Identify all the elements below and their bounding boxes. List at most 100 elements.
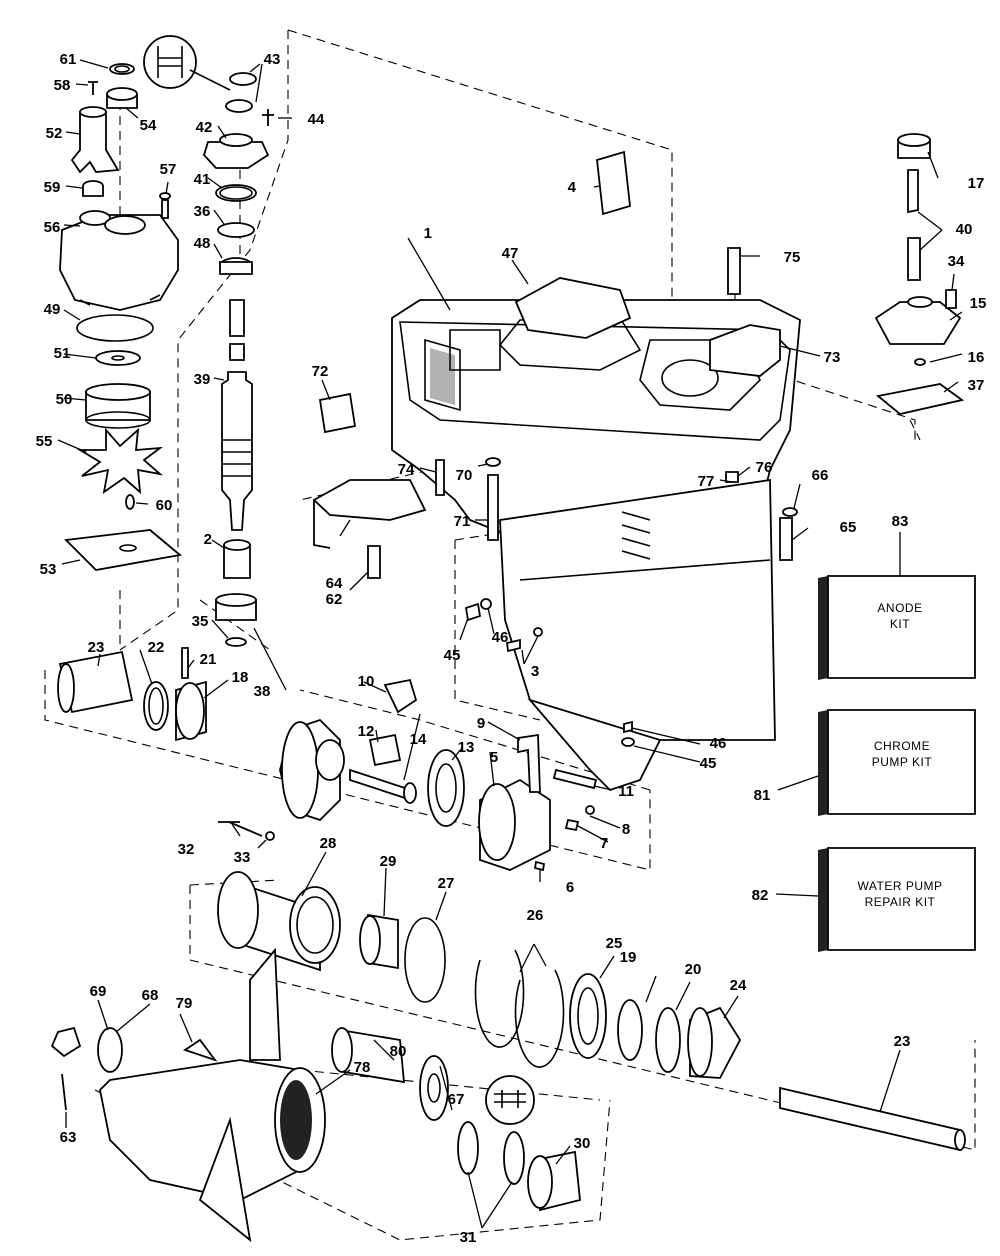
part-label: 25: [606, 935, 623, 952]
anode-kit-line2: KIT: [890, 617, 910, 631]
leader-lines: [57, 59, 963, 1229]
seal-detail-inset: [143, 35, 231, 91]
part-label: 44: [308, 111, 325, 128]
part-label: 18: [232, 669, 249, 686]
part-label: 69: [90, 983, 107, 1000]
part-label: 24: [730, 977, 747, 994]
part-label: 20: [685, 961, 702, 978]
part-label: 54: [140, 117, 157, 134]
anode-kit-box: ANODE KIT: [818, 575, 976, 680]
water-pump-kit-box: WATER PUMP REPAIR KIT: [818, 847, 976, 952]
part-label: 70: [456, 467, 473, 484]
part-label: 77: [698, 473, 715, 490]
part-label: 2: [204, 531, 212, 548]
part-label: 82: [752, 887, 769, 904]
part-label: 71: [454, 513, 471, 530]
water-pump-kit-line2: REPAIR KIT: [865, 895, 936, 909]
part-label: 11: [618, 783, 634, 800]
part-label: 33: [234, 849, 251, 866]
part-label: 67: [448, 1091, 465, 1108]
trim-tab-slots: [621, 511, 651, 560]
part-label: 43: [264, 51, 281, 68]
part-label: 62: [326, 591, 343, 608]
propeller-group: [50, 947, 581, 1243]
part-label: 65: [840, 519, 857, 536]
part-label: 9: [477, 715, 485, 732]
part-label: 59: [44, 179, 61, 196]
part-label: 23: [894, 1033, 911, 1050]
part-label: 26: [527, 907, 544, 924]
part-label: 55: [36, 433, 53, 450]
part-label: 4: [568, 179, 577, 196]
part-label: 48: [194, 235, 211, 252]
part-label: 15: [970, 295, 987, 312]
part-label: 42: [196, 119, 213, 136]
part-label: 39: [194, 371, 211, 388]
part-label: 5: [490, 749, 498, 766]
anode-kit-line1: ANODE: [877, 601, 922, 615]
part-label: 30: [574, 1135, 591, 1152]
part-label: 1: [424, 225, 432, 242]
part-label: 72: [312, 363, 329, 380]
part-label: 31: [460, 1229, 477, 1246]
shift-pinion-group: [57, 650, 598, 872]
part-label: 49: [44, 301, 61, 318]
part-label: 6: [566, 879, 574, 896]
part-label: 45: [700, 755, 717, 772]
part-label: 19: [620, 949, 637, 966]
part-label: 36: [194, 203, 211, 220]
part-label: 7: [600, 835, 608, 852]
part-label: 37: [968, 377, 985, 394]
part-labels: 1 2 3 4 5 6 7 8 9 10 11 12 13 14 15 16 1…: [36, 51, 987, 1246]
part-label: 73: [824, 349, 841, 366]
part-label: 21: [200, 651, 217, 668]
part-label: 45: [444, 647, 461, 664]
part-label: 14: [410, 731, 427, 748]
part-label: 60: [156, 497, 173, 514]
part-label: 51: [54, 345, 71, 362]
part-label: 29: [380, 853, 397, 870]
part-label: 13: [458, 739, 475, 756]
part-label: 64: [326, 575, 343, 592]
part-label: 80: [390, 1043, 407, 1060]
part-label: 78: [354, 1059, 371, 1076]
part-label: 34: [948, 253, 965, 270]
part-label: 74: [398, 461, 415, 478]
chrome-pump-kit-line2: PUMP KIT: [872, 755, 933, 769]
water-pump-kit-line1: WATER PUMP: [858, 879, 943, 893]
part-label: 27: [438, 875, 455, 892]
part-label: 46: [710, 735, 727, 752]
part-label: 38: [254, 683, 271, 700]
part-label: 81: [754, 787, 771, 804]
part-label: 83: [892, 513, 909, 530]
part-label: 35: [192, 613, 209, 630]
part-label: 75: [784, 249, 801, 266]
part-label: 32: [178, 841, 195, 858]
part-label: 76: [756, 459, 773, 476]
part-label: 12: [358, 723, 375, 740]
right-components: [312, 133, 965, 747]
part-label: 10: [358, 673, 375, 690]
part-label: 47: [502, 245, 519, 262]
drive-shaft-stack: [181, 72, 274, 679]
part-label: 17: [968, 175, 985, 192]
part-label: 68: [142, 987, 159, 1004]
part-label: 3: [531, 663, 539, 680]
part-label: 22: [148, 639, 165, 656]
part-label: 23: [88, 639, 105, 656]
part-label: 57: [160, 161, 177, 178]
part-label: 56: [44, 219, 61, 236]
water-pump-group: [59, 63, 183, 571]
part-label: 61: [60, 51, 77, 68]
part-label: 50: [56, 391, 73, 408]
part-label: 66: [812, 467, 829, 484]
part-label: 40: [956, 221, 973, 238]
part-label: 79: [176, 995, 193, 1012]
part-label: 16: [968, 349, 985, 366]
chrome-pump-kit-box: CHROME PUMP KIT: [818, 709, 976, 816]
part-label: 53: [40, 561, 57, 578]
part-label: 46: [492, 629, 509, 646]
part-label: 28: [320, 835, 337, 852]
part-label: 63: [60, 1129, 77, 1146]
